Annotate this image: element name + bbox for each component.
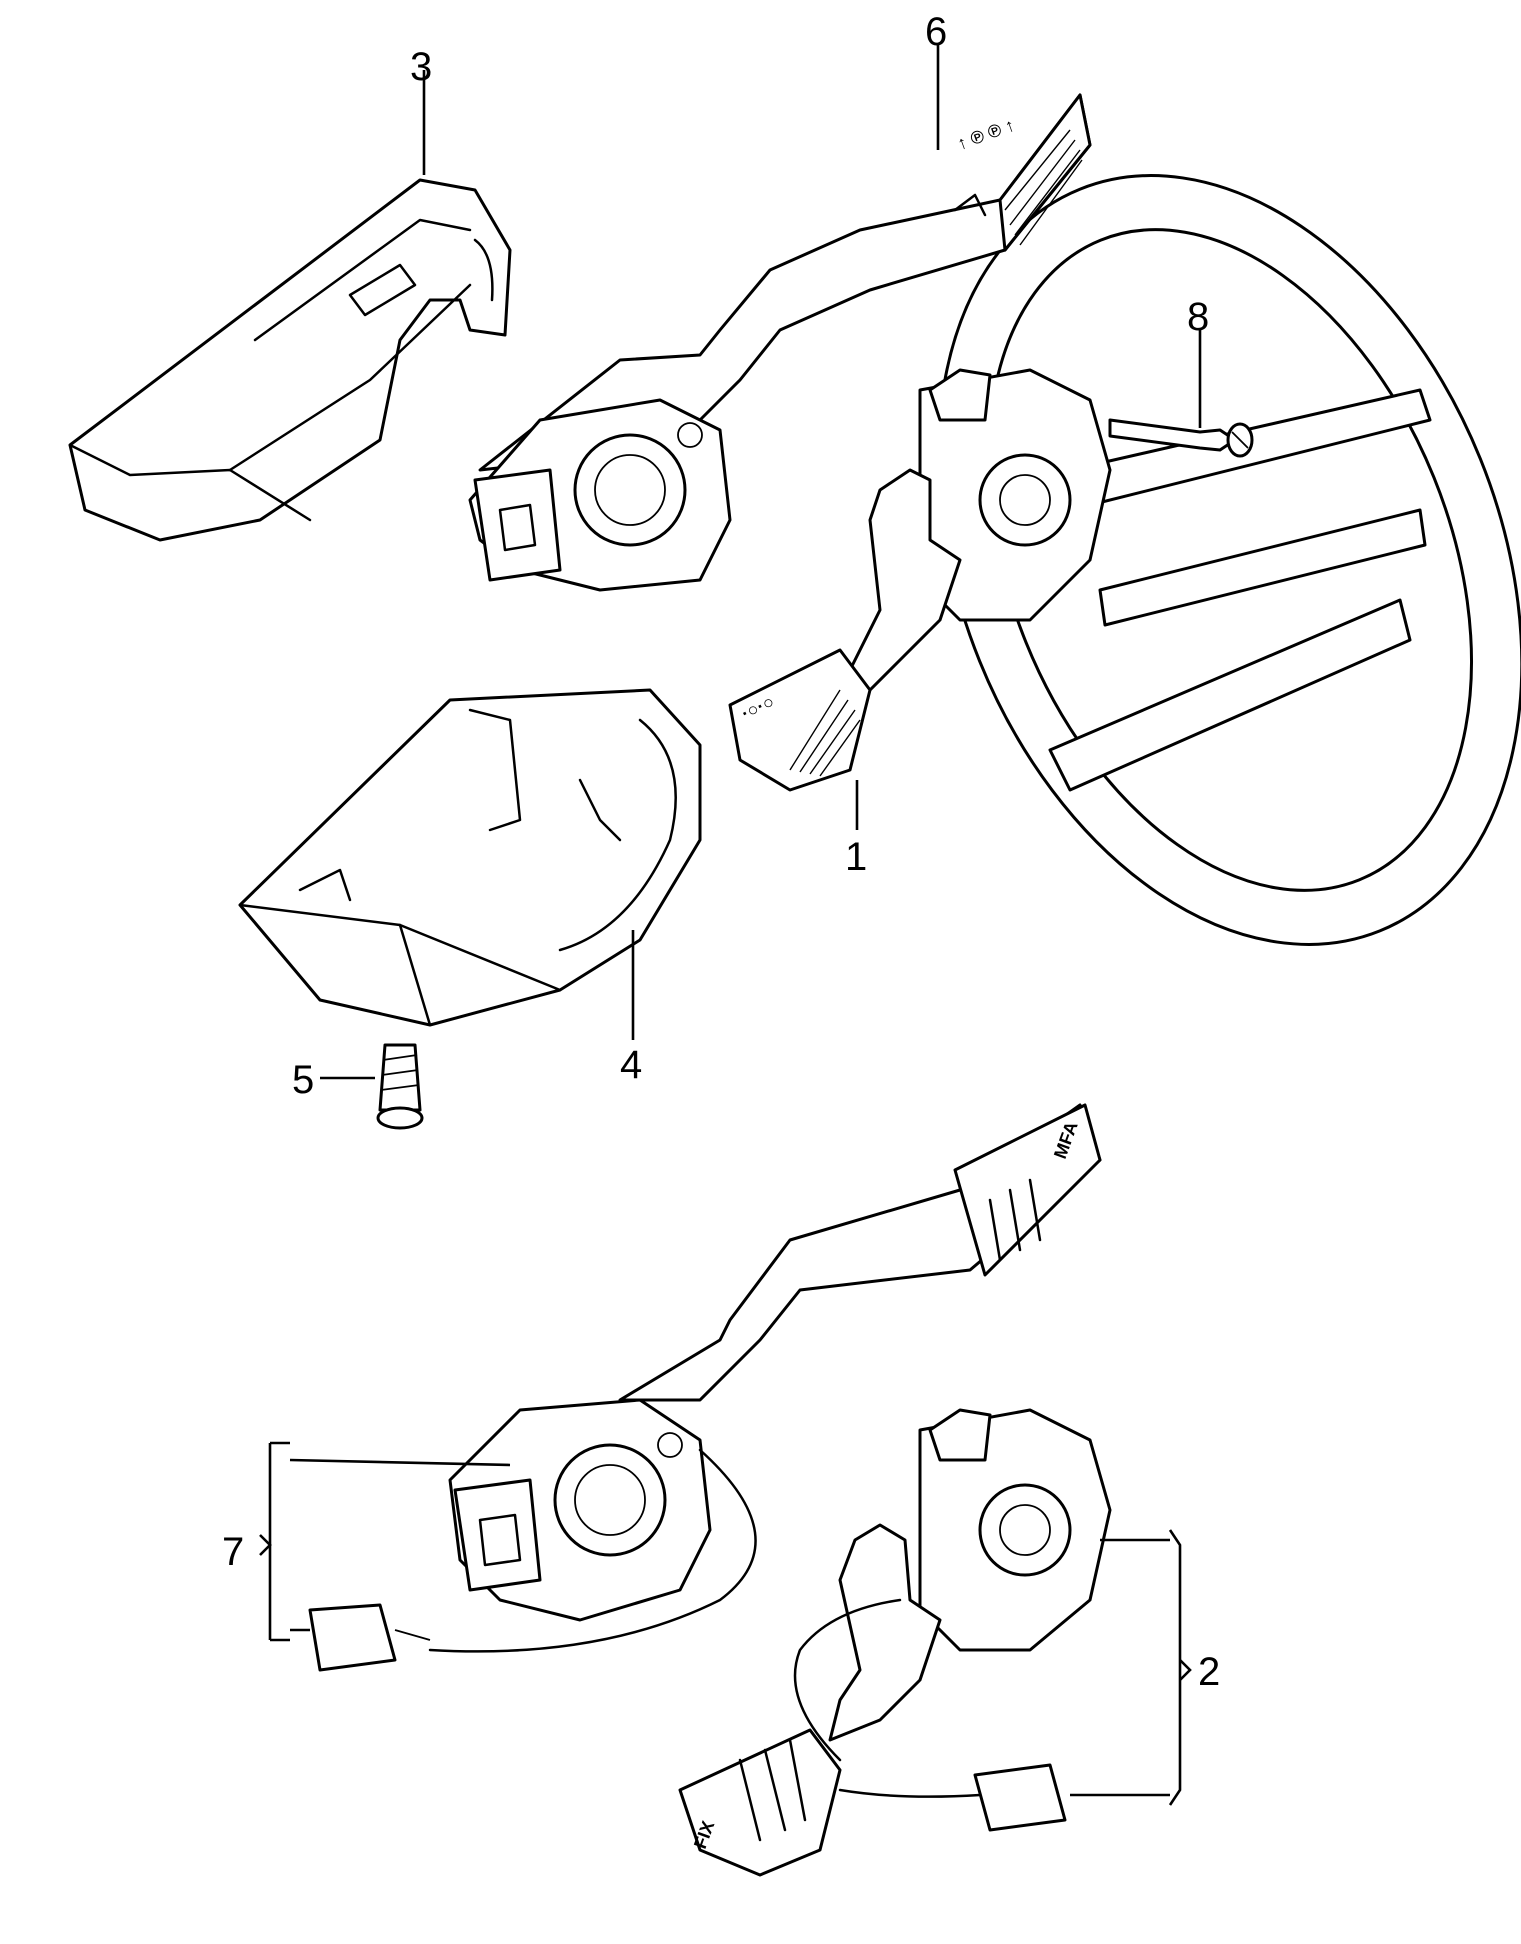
steering-wheel: [936, 174, 1521, 946]
svg-text:↑ ℗ ℗ ↑: ↑ ℗ ℗ ↑: [955, 115, 1018, 154]
turn-signal-switch-fix-assembly: FIX: [678, 1408, 1112, 1877]
self-tapping-screw: [376, 1043, 424, 1130]
callout-3: 3: [410, 45, 432, 89]
turn-signal-grip-hatch: [789, 689, 861, 777]
callout-1: 1: [845, 835, 867, 879]
upper-trim-cover: [68, 178, 512, 542]
callout-6: 6: [925, 10, 947, 54]
wiper-switch-mfa-assembly: MFA: [308, 1103, 1102, 1672]
lower-trim-cover: [238, 688, 702, 1027]
callout-5: 5: [292, 1058, 314, 1102]
turn-signal-switch: ·○·○: [728, 368, 1112, 792]
callout-8: 8: [1187, 295, 1209, 339]
wiper-lever-grip-hatch: [1004, 129, 1083, 246]
callout-2: 2: [1198, 1650, 1220, 1694]
callout-7: 7: [222, 1530, 244, 1574]
mounting-screw: [1108, 418, 1254, 458]
callout-4: 4: [620, 1043, 642, 1087]
wiper-lever-switch: ↑ ℗ ℗ ↑: [468, 93, 1092, 592]
